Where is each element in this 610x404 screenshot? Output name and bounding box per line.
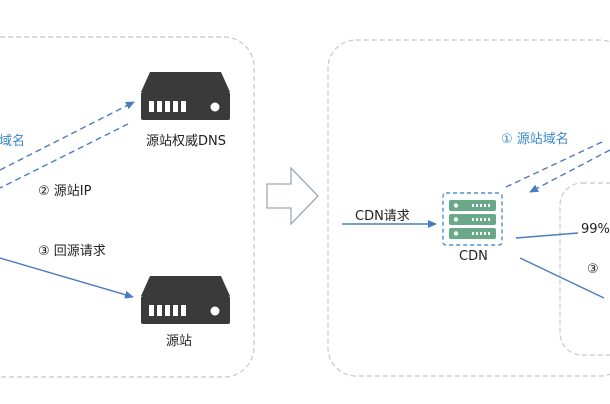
- transition-arrow: [266, 166, 319, 226]
- label-percent-partial: 99%: [581, 222, 610, 237]
- label-domain-partial: 域名: [0, 134, 26, 149]
- right-inner-panel-border: [559, 182, 610, 356]
- cdn-back-source-arrow: [519, 257, 605, 299]
- origin-server-caption: 源站: [166, 334, 193, 349]
- diagram-graphics: [0, 36, 610, 378]
- dns-query-arrow-2: [0, 123, 129, 189]
- label-step3-partial: ③: [587, 262, 599, 277]
- label-origin-domain: ① 源站域名: [501, 132, 569, 147]
- cdn-hit-arrow: [515, 232, 579, 239]
- dns-server-icon: [141, 72, 230, 120]
- cdn-node-icon: [442, 192, 503, 246]
- dns-server-caption: 源站权威DNS: [146, 134, 226, 149]
- back-source-arrow: [0, 257, 134, 299]
- label-cdn-request: CDN请求: [355, 209, 410, 224]
- label-back-request: ③ 回源请求: [38, 244, 106, 259]
- diagram-canvas: 域名 ② 源站IP ③ 回源请求 源站权威DNS 源站 ① 源站域名 CDN请求…: [0, 36, 610, 378]
- right-panel-border: [327, 39, 610, 377]
- domain-query-arrow-2: [529, 149, 610, 193]
- left-panel-border: [0, 36, 255, 378]
- cdn-node-caption: CDN: [459, 249, 488, 264]
- domain-query-arrow-1: [505, 141, 603, 188]
- label-origin-ip: ② 源站IP: [38, 184, 92, 199]
- origin-server-icon: [141, 276, 230, 324]
- dns-query-arrow-1: [0, 101, 135, 171]
